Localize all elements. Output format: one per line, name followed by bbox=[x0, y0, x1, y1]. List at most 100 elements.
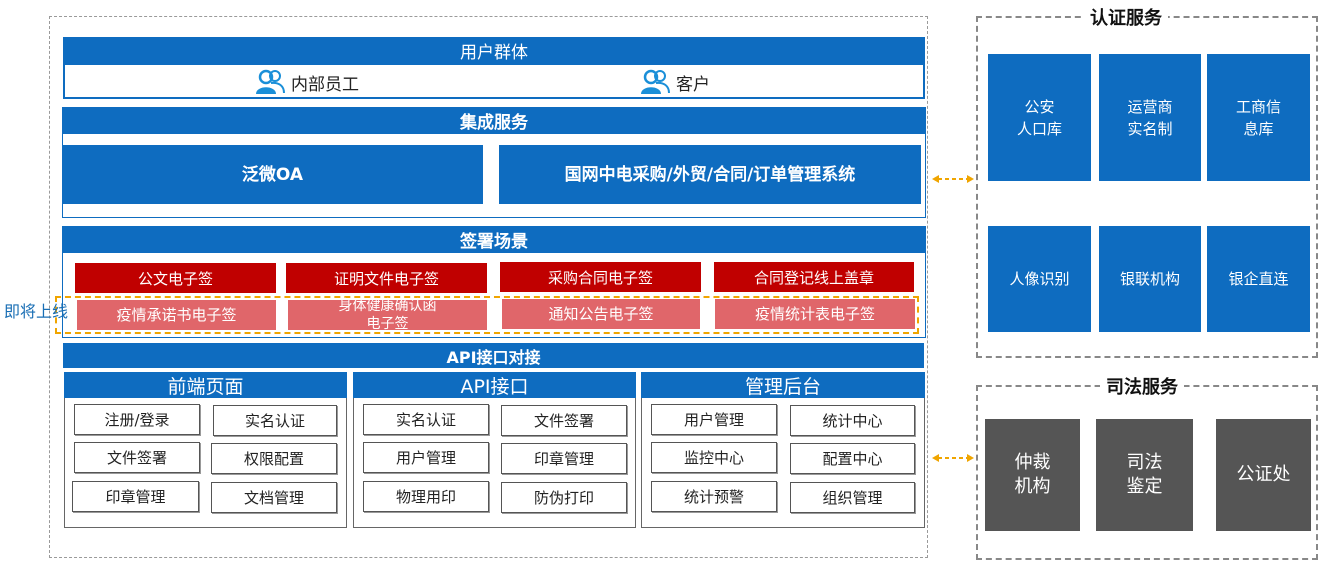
upcoming-label: 即将上线 bbox=[4, 302, 69, 321]
module-item: 注册/登录 bbox=[74, 404, 200, 435]
scenario-label: 证明文件电子签 bbox=[333, 269, 439, 288]
auth-card: 公安 人口库 bbox=[988, 54, 1091, 181]
scenario-label: 通知公告电子签 bbox=[548, 305, 654, 323]
system-label: 泛微OA bbox=[241, 164, 304, 185]
module-title: 管理后台 bbox=[744, 375, 821, 398]
module-item-label: 实名认证 bbox=[244, 412, 305, 430]
integration-title: 集成服务 bbox=[460, 112, 528, 133]
scenario-label: 采购合同电子签 bbox=[547, 268, 653, 287]
module-item: 文件签署 bbox=[74, 442, 200, 473]
module-item: 实名认证 bbox=[213, 405, 337, 436]
integration-header: 集成服务 bbox=[62, 107, 926, 133]
scenario-card: 合同登记线上盖章 bbox=[714, 262, 914, 292]
connector-arrow-auth bbox=[932, 175, 974, 183]
module-item: 物理用印 bbox=[363, 481, 489, 512]
auth-card: 银企直连 bbox=[1207, 226, 1310, 332]
module-title: API接口 bbox=[460, 375, 529, 398]
judicial-card-label: 司法 鉴定 bbox=[1126, 452, 1163, 497]
module-item: 印章管理 bbox=[501, 443, 627, 474]
module-item: 统计中心 bbox=[790, 405, 915, 436]
module-item: 文档管理 bbox=[211, 482, 337, 513]
scenario-card-upcoming: 身体健康确认函 电子签 bbox=[288, 298, 487, 332]
auth-card-label: 人像识别 bbox=[1009, 270, 1070, 288]
api-connection-bar: API接口对接 bbox=[63, 343, 924, 368]
scenario-card-upcoming: 疫情统计表电子签 bbox=[715, 299, 915, 329]
auth-card: 运营商 实名制 bbox=[1099, 54, 1201, 181]
judicial-card: 司法 鉴定 bbox=[1096, 419, 1193, 531]
auth-card-label: 银企直连 bbox=[1228, 270, 1289, 288]
auth-card-label: 公安 人口库 bbox=[1016, 97, 1062, 138]
auth-card-label: 工商信 息库 bbox=[1235, 97, 1281, 138]
module-item: 实名认证 bbox=[363, 404, 489, 435]
scenario-label: 身体健康确认函 电子签 bbox=[338, 298, 437, 332]
system-card-procurement: 国网中电采购/外贸/合同/订单管理系统 bbox=[499, 145, 921, 204]
judicial-card-label: 仲裁 机构 bbox=[1014, 452, 1051, 497]
user-item-label: 内部员工 bbox=[291, 74, 359, 95]
module-item-label: 物理用印 bbox=[395, 488, 456, 506]
auth-card: 工商信 息库 bbox=[1207, 54, 1310, 181]
auth-card: 银联机构 bbox=[1099, 226, 1201, 332]
module-item-label: 统计预警 bbox=[683, 488, 744, 506]
module-item: 配置中心 bbox=[790, 443, 915, 474]
module-item-label: 用户管理 bbox=[395, 449, 456, 467]
module-item-label: 实名认证 bbox=[395, 411, 456, 429]
user-item-label: 客户 bbox=[676, 74, 710, 95]
scenario-card: 公文电子签 bbox=[75, 263, 276, 293]
module-header-api: API接口 bbox=[353, 372, 636, 398]
module-item-label: 防伪打印 bbox=[533, 489, 594, 507]
module-item-label: 统计中心 bbox=[822, 412, 883, 430]
signing-title: 签署场景 bbox=[460, 231, 528, 252]
module-item-label: 注册/登录 bbox=[104, 411, 170, 429]
platform-container bbox=[49, 16, 928, 558]
module-item: 文件签署 bbox=[501, 405, 627, 436]
user-item-customer: 客户 bbox=[640, 67, 710, 97]
user-group-header: 用户群体 bbox=[63, 37, 925, 63]
module-item-label: 用户管理 bbox=[683, 411, 744, 429]
scenario-label: 疫情承诺书电子签 bbox=[116, 306, 237, 324]
user-group-panel: 内部员工 客户 bbox=[63, 63, 925, 99]
connector-arrow-judicial bbox=[932, 454, 974, 462]
module-item: 用户管理 bbox=[363, 442, 489, 473]
module-item-label: 配置中心 bbox=[822, 450, 883, 468]
scenario-label: 疫情统计表电子签 bbox=[754, 305, 875, 323]
scenario-card: 证明文件电子签 bbox=[286, 263, 487, 293]
module-item-label: 印章管理 bbox=[105, 488, 166, 506]
module-item-label: 监控中心 bbox=[683, 449, 744, 467]
scenario-label: 公文电子签 bbox=[137, 269, 213, 288]
scenario-label: 合同登记线上盖章 bbox=[753, 268, 874, 287]
module-header-admin: 管理后台 bbox=[641, 372, 925, 398]
scenario-card-upcoming: 通知公告电子签 bbox=[502, 299, 700, 329]
scenario-card: 采购合同电子签 bbox=[500, 262, 701, 292]
auth-card: 人像识别 bbox=[988, 226, 1091, 332]
judicial-card-label: 公证处 bbox=[1236, 464, 1291, 485]
system-label: 国网中电采购/外贸/合同/订单管理系统 bbox=[564, 164, 856, 185]
module-item: 组织管理 bbox=[790, 482, 915, 513]
module-item: 权限配置 bbox=[211, 443, 337, 474]
module-item: 监控中心 bbox=[651, 442, 777, 473]
auth-card-label: 运营商 实名制 bbox=[1127, 97, 1173, 138]
module-item: 统计预警 bbox=[651, 481, 777, 512]
system-card-oa: 泛微OA bbox=[62, 145, 483, 204]
judicial-card: 仲裁 机构 bbox=[985, 419, 1080, 531]
signing-header: 签署场景 bbox=[62, 226, 926, 252]
auth-service-title: 认证服务 bbox=[1084, 4, 1168, 30]
scenario-card-upcoming: 疫情承诺书电子签 bbox=[77, 300, 276, 330]
judicial-card: 公证处 bbox=[1216, 419, 1311, 531]
judicial-service-title: 司法服务 bbox=[1100, 373, 1184, 399]
module-header-frontend: 前端页面 bbox=[64, 372, 347, 398]
module-title: 前端页面 bbox=[167, 375, 244, 398]
auth-card-label: 银联机构 bbox=[1119, 270, 1180, 288]
users-icon bbox=[641, 69, 670, 94]
api-connection-label: API接口对接 bbox=[446, 347, 541, 367]
module-item: 印章管理 bbox=[72, 481, 199, 512]
users-icon bbox=[256, 69, 285, 94]
module-item-label: 文档管理 bbox=[243, 489, 304, 507]
user-group-title: 用户群体 bbox=[460, 42, 528, 63]
module-item-label: 文件签署 bbox=[533, 412, 594, 430]
module-item: 用户管理 bbox=[651, 404, 777, 435]
module-item: 防伪打印 bbox=[501, 482, 627, 513]
upcoming-frame bbox=[55, 296, 919, 334]
module-item-label: 印章管理 bbox=[533, 450, 594, 468]
module-item-label: 文件签署 bbox=[106, 449, 167, 467]
user-item-internal: 内部员工 bbox=[255, 67, 359, 97]
